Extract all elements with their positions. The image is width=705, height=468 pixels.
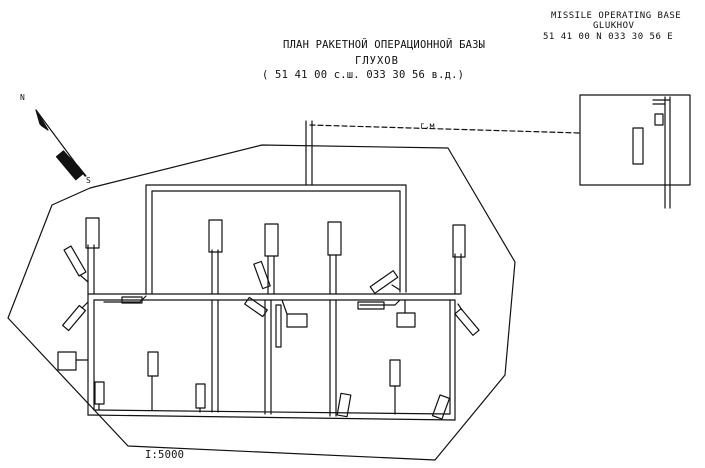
perimeter-fence <box>7 144 516 461</box>
lower-road-div1 <box>211 299 219 413</box>
lower-launcher-6 <box>431 394 451 420</box>
remote-site-road <box>652 96 671 209</box>
english-base-name: GLUKHOV <box>593 21 635 31</box>
launcher-spur-5 <box>452 224 466 295</box>
angled-launcher-4 <box>369 270 401 294</box>
launcher-spur-2 <box>208 219 223 295</box>
english-title: MISSILE OPERATING BASE <box>551 11 682 21</box>
launcher-spur-3 <box>264 223 279 295</box>
lower-launcher-2 <box>147 351 159 411</box>
scale-label: I:5000 <box>145 449 185 461</box>
angled-launcher-5 <box>454 303 480 336</box>
upper-road-connector <box>305 181 313 186</box>
south-label: S <box>86 176 91 185</box>
launcher-spur-1 <box>85 217 100 295</box>
angled-launcher-1 <box>63 245 89 283</box>
angled-launcher-3 <box>253 260 271 290</box>
english-coordinates: 51 41 00 N 033 30 56 E <box>543 32 674 42</box>
russian-coordinates: ( 51 41 00 с.ш. 033 30 56 в.д.) <box>262 69 465 81</box>
remote-site-building <box>632 127 644 165</box>
access-road-gate <box>305 120 313 183</box>
lower-road-left <box>87 293 95 416</box>
building-center <box>286 313 308 328</box>
north-arrow <box>35 109 87 181</box>
angled-launcher-6 <box>244 296 268 318</box>
upper-road-outer <box>145 184 407 295</box>
russian-title: ПЛАН РАКЕТНОЙ ОПЕРАЦИОННОЙ БАЗЫ <box>283 39 486 51</box>
launcher-spur-4 <box>327 221 342 295</box>
angled-launcher-7 <box>275 304 282 348</box>
lower-road-div3 <box>329 299 337 417</box>
building-right <box>396 312 416 328</box>
building-left <box>57 351 77 371</box>
lower-launcher-1 <box>94 381 105 411</box>
lower-road-div2 <box>264 299 272 415</box>
upper-road-inner <box>151 190 401 295</box>
north-label: N <box>20 93 25 102</box>
angled-launcher-2 <box>61 301 89 332</box>
russian-base-name: ГЛУХОВ <box>355 55 399 67</box>
spur-left <box>103 295 147 304</box>
lower-road-bottom <box>87 409 456 421</box>
lower-launcher-5 <box>389 359 401 415</box>
remote-site-small-building <box>654 113 664 126</box>
lower-launcher-4 <box>336 392 352 418</box>
road-label: г.м <box>420 121 435 130</box>
lower-road-right <box>449 299 456 421</box>
lower-launcher-3 <box>195 383 206 413</box>
spur-right <box>357 299 401 310</box>
access-road-line <box>309 124 581 134</box>
remote-site-box <box>579 94 691 186</box>
